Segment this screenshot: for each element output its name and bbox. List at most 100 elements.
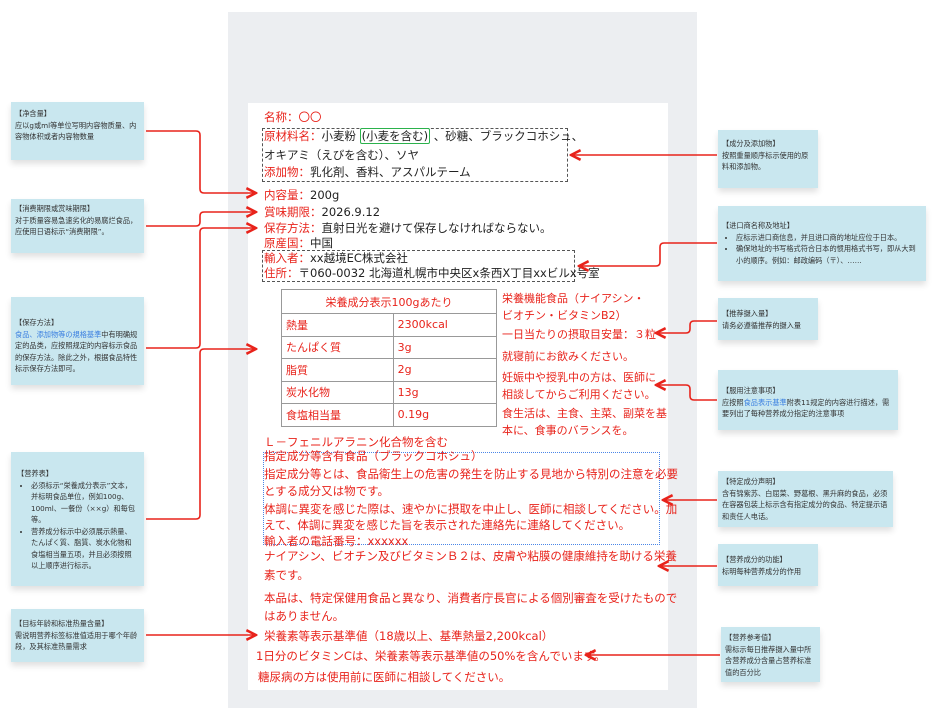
- content-value: 200g: [310, 188, 340, 202]
- phenylalanine-note: Ｌ－フェニルアラニン化合物を含む: [264, 435, 448, 449]
- note-title: 【营养表】: [17, 469, 53, 478]
- regulation-link[interactable]: 食品表示基準: [743, 397, 787, 407]
- nutrient-value: 3g: [392, 335, 498, 359]
- note-title: 【目标年龄和标准热量含量】: [15, 619, 109, 628]
- storage-value: 直射日光を避けて保存しなければならない。: [321, 221, 552, 235]
- daily-intake: 一日当たりの摂取目安量：３粒: [502, 328, 656, 341]
- note-body: 含有锦紫苏、白屈菜、野葛根、黑升麻的食品，必须在容器包装上标示含有指定成分的食品…: [722, 488, 888, 521]
- expiry-key: 賞味期限：: [264, 205, 322, 219]
- note-net-content: 【净含量】应以g或ml等单位写明内容物质量、内容物体积或者内容物数量: [11, 102, 144, 160]
- usage-note: 就寝前にお飲みください。: [502, 350, 634, 363]
- note-body: 应按照: [722, 397, 744, 407]
- importer-box: [262, 250, 575, 282]
- name-value: 〇〇: [298, 110, 322, 124]
- functional-food-title: 栄養機能食品（ナイアシン・: [502, 292, 645, 305]
- additives-line: 添加物：乳化剤、香料、アスパルテーム: [264, 165, 471, 180]
- note-expiry: 【消费期限或赏味期限】对于质量容易急速劣化的易腐烂食品，应使用日语标示“消费期限…: [11, 199, 144, 253]
- note-title: 【特定成分声明】: [722, 477, 780, 486]
- ingredients-key: 原材料名：: [264, 129, 322, 143]
- content-line: 内容量：200g: [264, 188, 339, 203]
- specified-line: 指定成分等とは、食品衛生上の危害の発生を防止する見地から特別の注意を必要: [264, 467, 678, 481]
- specified-line: とする成分又は物です。: [264, 484, 390, 498]
- specified-line: 指定成分等含有食品（ブラックコホシュ）: [264, 449, 483, 463]
- nutrient-value: 0.19g: [392, 403, 498, 427]
- content-key: 内容量：: [264, 188, 310, 202]
- note-body: 请务必遵循推荐的摄入量: [722, 320, 802, 330]
- arrow-intake: [656, 320, 717, 333]
- regulation-link[interactable]: 食品、添加物等の規格基準: [15, 329, 102, 339]
- ingredients-box: [262, 128, 568, 182]
- caution-note-2: 相談してからご利用ください。: [502, 388, 656, 401]
- note-specified: 【特定成分声明】含有锦紫苏、白屈菜、野葛根、黑升麻的食品，必须在容器包装上标示含…: [718, 471, 893, 527]
- origin-value: 中国: [310, 236, 333, 250]
- importer-phone: 輸入者の電話番号：xxxxxx: [264, 534, 409, 548]
- functional-food-title-2: ビオチン・ビタミンB2）: [502, 309, 627, 322]
- note-title: 【推荐摄入量】: [722, 309, 773, 318]
- ingredients-line-2: オキアミ（えびを含む）、ソヤ: [264, 148, 420, 162]
- nutrient-value: 2300kcal: [392, 313, 498, 337]
- address-line: 住所：〒060-0032 北海道札幌市中央区x条西X丁目xxビルx号室: [264, 266, 600, 281]
- note-item: 必须标示“栄養成分表示”文本，并标明食品单位，例如100g、100ml、一餐份（…: [31, 480, 138, 526]
- ingredients-value: 小麦粉: [321, 129, 360, 143]
- note-item: 应标示进口商信息，并且进口商的地址应位于日本。: [736, 232, 922, 244]
- note-title: 【进口商名称及地址】: [722, 221, 794, 230]
- note-title: 【成分及添加物】: [722, 139, 780, 148]
- note-intake: 【推荐摄入量】请务必遵循推荐的摄入量: [718, 298, 818, 340]
- ingredients-line: 原材料名：小麦粉 (小麦を含む) 、砂糖、ブラックコホシュ、: [264, 128, 584, 144]
- caution-note: 妊娠中や授乳中の方は、医師に: [502, 371, 656, 384]
- importer-line: 輸入者：xx越境EC株式会社: [264, 251, 408, 266]
- note-body: 需标示每日推荐摄入量中所含营养成分含量占营养标准值的百分比: [725, 644, 812, 677]
- note-body: 按照重量顺序标示使用的原料和添加物。: [722, 150, 809, 172]
- note-title: 【保存方法】: [15, 318, 59, 327]
- additives-value: 乳化剤、香料、アスパルテーム: [310, 165, 471, 179]
- nutrient-name: 炭水化物: [281, 380, 394, 404]
- diet-note: 食生活は、主食、主菜、副菜を基: [502, 407, 667, 420]
- reference-standard: 栄養素等表示基準値（18歳以上、基準熱量2,200kcal）: [264, 629, 554, 643]
- note-importer: 【进口商名称及地址】应标示进口商信息，并且进口商的地址应位于日本。确保地址的书写…: [718, 206, 926, 281]
- note-title: 【服用注意事项】: [722, 386, 780, 395]
- note-title: 【营养参考值】: [725, 633, 776, 642]
- arrow-importer: [579, 242, 717, 266]
- expiry-value: 2026.9.12: [321, 205, 381, 219]
- note-title: 【净含量】: [15, 109, 51, 118]
- nutrient-value: 13g: [392, 380, 498, 404]
- diabetes-note: 糖尿病の方は使用前に医師に相談してください。: [258, 670, 511, 684]
- note-nutrition-table: 【营养表】必须标示“栄養成分表示”文本，并标明食品单位，例如100g、100ml…: [11, 452, 144, 586]
- specified-line: 体調に異変を感じた際は、速やかに摂取を中止し、医師に相談してください。加: [264, 502, 678, 516]
- vitamin-c-note: 1日分のビタミンCは、栄養素等表示基準値の50%を含んでいます。: [256, 649, 606, 663]
- specified-box: [263, 452, 660, 545]
- note-title: 【营养成分的功能】: [722, 555, 787, 564]
- note-target-age: 【目标年龄和标准热量含量】需说明营养标签标准值适用于哪个年龄段，及其标准热量需求: [11, 609, 144, 662]
- note-function: 【营养成分的功能】标明每种营养成分的作用: [718, 544, 818, 586]
- function-line: 素です。: [264, 568, 309, 582]
- allergen-highlight: (小麦を含む): [359, 128, 431, 144]
- note-item: 营养成分标示中必须展示熱量、たんぱく質、脂質、炭水化物和食塩相当量五项，并且必须…: [31, 526, 138, 572]
- note-reference-value: 【营养参考值】需标示每日推荐摄入量中所含营养成分含量占营养标准值的百分比: [721, 627, 820, 682]
- ingredients-value-2: 、砂糖、ブラックコホシュ、: [430, 129, 584, 143]
- note-storage: 【保存方法】食品、添加物等の規格基準中有明确规定的品类，应按照规定的内容标示食品…: [11, 297, 144, 385]
- expiry-line: 賞味期限：2026.9.12: [264, 205, 380, 220]
- name-key: 名称：: [264, 110, 299, 124]
- storage-key: 保存方法：: [264, 221, 322, 235]
- note-body: 对于质量容易急速劣化的易腐烂食品，应使用日语标示“消费期限”。: [15, 215, 138, 237]
- specified-line: えて、体調に異変を感じた旨を表示された連絡先に連絡してください。: [264, 518, 631, 532]
- note-body: 需说明营养标签标准值适用于哪个年龄段，及其标准热量需求: [15, 630, 138, 652]
- address-value: 〒060-0032 北海道札幌市中央区x条西X丁目xxビルx号室: [298, 266, 600, 280]
- arrow-expiry: [146, 212, 256, 227]
- nutrient-name: 食塩相当量: [281, 403, 394, 427]
- arrow-precautions: [656, 385, 717, 401]
- importer-key: 輸入者：: [264, 251, 310, 265]
- arrow-nutrition-table: [146, 349, 256, 520]
- note-precautions: 【服用注意事项】应按照食品表示基準附表11规定的内容进行描述，需要列出了每种营养…: [718, 370, 898, 430]
- note-body: 附表11规定的内容进行描述，需要列出了每种营养成分指定的注意事项: [722, 397, 890, 419]
- importer-value: xx越境EC株式会社: [310, 251, 408, 265]
- name-line: 名称：〇〇: [264, 110, 322, 125]
- note-ingredients: 【成分及添加物】按照重量顺序标示使用的原料和添加物。: [718, 130, 818, 188]
- note-title: 【消费期限或赏味期限】: [15, 204, 95, 213]
